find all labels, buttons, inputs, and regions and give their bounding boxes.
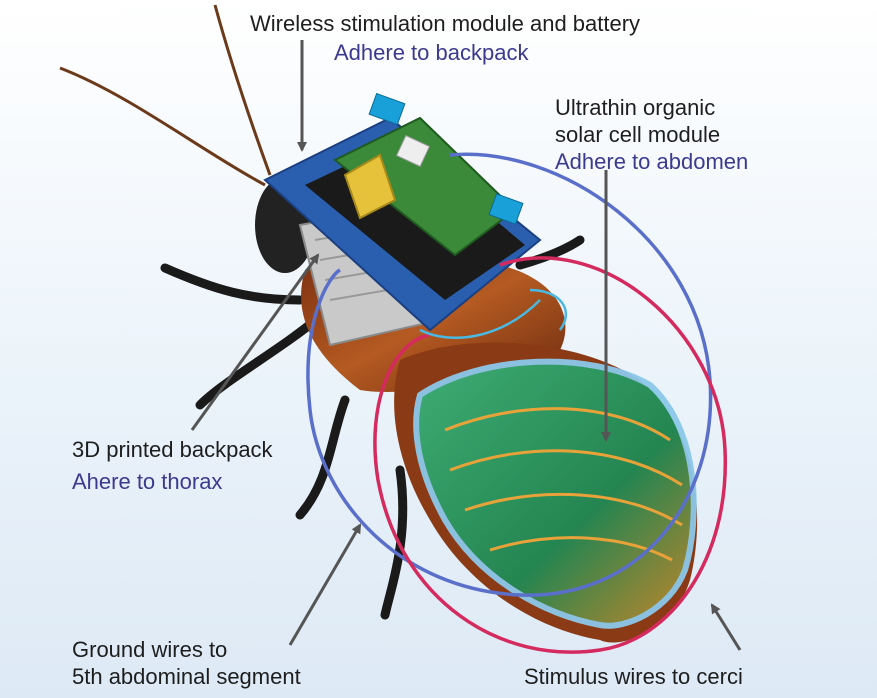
pointer-arrows (190, 40, 742, 651)
label-ground-line1: Ground wires to (72, 637, 228, 662)
stimulus-wire-loop (373, 256, 727, 654)
antennae (59, 4, 272, 187)
ground-wire-loop (306, 152, 713, 597)
label-solar-line1: Ultrathin organic (555, 95, 716, 120)
wireless-stimulation-module (263, 92, 542, 332)
label-solar-line2: solar cell module (555, 122, 721, 147)
label-ground-line2: 5th abdominal segment (72, 664, 301, 689)
arrow-to-stimulus-wire (710, 603, 742, 651)
arrow-to-backpack (190, 253, 320, 431)
label-backpack: 3D printed backpack (72, 437, 273, 462)
label-adhere-abdomen: Adhere to abdomen (555, 149, 749, 174)
label-adhere-backpack: Adhere to backpack (334, 40, 529, 65)
legs (160, 235, 585, 620)
connection-wires (419, 288, 567, 340)
label-stimulus: Stimulus wires to cerci (524, 664, 743, 689)
arrow-to-ground-wire (288, 523, 362, 646)
label-adhere-thorax: Ahere to thorax (72, 469, 223, 494)
label-wireless-module: Wireless stimulation module and battery (250, 11, 641, 36)
solar-cell-module (413, 358, 697, 629)
